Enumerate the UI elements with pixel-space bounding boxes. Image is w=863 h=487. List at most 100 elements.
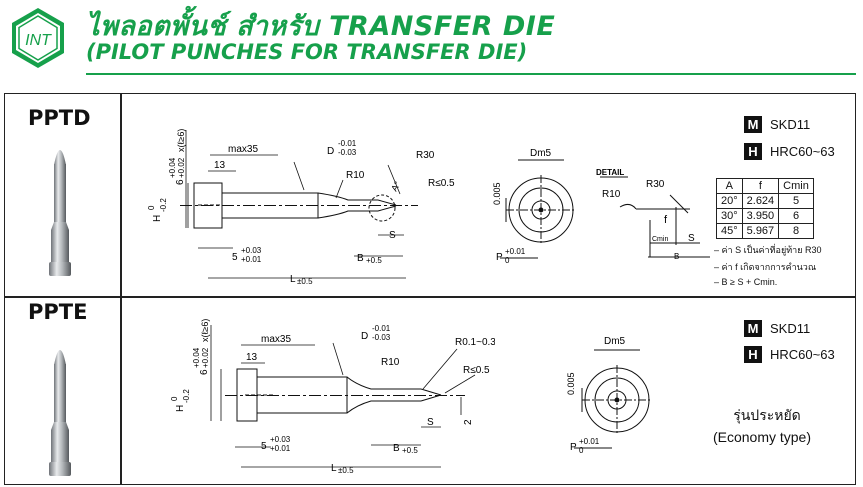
ppte-hardness: H HRC60~63 bbox=[744, 346, 835, 363]
table-cell: 8 bbox=[778, 223, 814, 239]
table-cell: 30° bbox=[716, 208, 743, 224]
title-underline bbox=[86, 73, 856, 75]
table-header: f bbox=[741, 178, 780, 194]
table-cell: 20° bbox=[716, 193, 743, 209]
pptd-hardness: H HRC60~63 bbox=[744, 143, 835, 160]
table-row: 20° 2.624 5 bbox=[716, 193, 814, 209]
pptd-note-2: – ค่า f เกิดจากการคำนวณ bbox=[714, 262, 817, 272]
ppte-dim-5: 5 bbox=[261, 441, 267, 452]
ppte-dim-D-tol-lo: -0.03 bbox=[372, 333, 391, 342]
pptd-dim-0005: 0.005 bbox=[492, 182, 502, 205]
pptd-dim-Rs: R≤0.5 bbox=[428, 178, 455, 189]
page-title-english: (PILOT PUNCHES FOR TRANSFER DIE) bbox=[86, 40, 528, 64]
table-cell: 5.967 bbox=[741, 223, 780, 239]
ppte-dim-5-up: +0.03 bbox=[270, 435, 291, 444]
pptd-dim-L-tol: ±0.5 bbox=[297, 277, 313, 286]
table-row: 45° 5.967 8 bbox=[716, 223, 814, 239]
pptd-note-3: – B ≥ S + Cmin. bbox=[714, 277, 778, 287]
pptd-dim-D-tol-lo: -0.03 bbox=[338, 148, 357, 157]
material-badge: M bbox=[744, 320, 762, 337]
column-divider bbox=[120, 93, 122, 485]
pptd-dim-P-up: +0.01 bbox=[505, 247, 526, 256]
pptd-dim-H-lo: -0.2 bbox=[159, 198, 168, 212]
ppte-dim-13: 13 bbox=[246, 352, 258, 363]
pptd-dim-H: H bbox=[152, 215, 163, 222]
row-divider bbox=[4, 296, 856, 298]
pptd-detail-cmin: Cmin bbox=[652, 236, 668, 243]
int-logo: INT bbox=[12, 8, 64, 68]
ppte-dim-H-lo: -0.2 bbox=[182, 389, 191, 403]
ppte-dim-D-tol-up: -0.01 bbox=[372, 324, 391, 333]
ppte-dim-L: L bbox=[331, 463, 337, 474]
pptd-detail-R30: R30 bbox=[646, 179, 665, 190]
spec-frame bbox=[4, 93, 856, 485]
product-code-ppte: PPTE bbox=[28, 300, 88, 324]
ppte-dim-H: H bbox=[175, 405, 186, 412]
pptd-dim-H-up: 0 bbox=[147, 205, 156, 210]
pptd-dim-B: B bbox=[357, 253, 364, 264]
page-title-thai: ไพลอตพั้นช์ สำหรับ TRANSFER DIE bbox=[86, 11, 556, 42]
pptd-dim-A: A° bbox=[389, 179, 403, 193]
ppte-dim-D: D bbox=[361, 331, 368, 342]
ppte-dim-2: 2 bbox=[463, 419, 474, 425]
hardness-badge: H bbox=[744, 346, 762, 363]
ppte-economy-thai: รุ่นประหยัด bbox=[733, 407, 801, 423]
ppte-dim-6: 6 bbox=[199, 369, 210, 375]
hardness-value: HRC60~63 bbox=[770, 347, 835, 362]
ppte-dim-P: P bbox=[570, 442, 577, 453]
ppte-side-view: max35 13 D -0.01 -0.03 R0.1~0.3 R10 R≤0.… bbox=[170, 319, 495, 475]
ppte-economy-english: (Economy type) bbox=[712, 429, 812, 445]
pptd-dim-5-up: +0.03 bbox=[241, 246, 262, 255]
table-cell: 2.624 bbox=[741, 193, 780, 209]
table-row: 30° 3.950 6 bbox=[716, 208, 814, 224]
ppte-dim-P-up: +0.01 bbox=[579, 437, 600, 446]
ppte-dim-R01: R0.1~0.3 bbox=[455, 337, 495, 348]
pptd-dim-5: 5 bbox=[232, 252, 238, 263]
ppte-material: M SKD11 bbox=[744, 320, 810, 337]
pptd-detail-B: B bbox=[674, 252, 679, 261]
pptd-detail-view: DETAIL R10 R30 f Cmin S B bbox=[596, 168, 710, 261]
pptd-detail-S: S bbox=[688, 233, 695, 244]
ppte-dim-B: B bbox=[393, 443, 400, 454]
table-header-row: A f Cmin bbox=[716, 178, 814, 194]
hardness-value: HRC60~63 bbox=[770, 144, 835, 159]
pptd-dim-max35: max35 bbox=[228, 144, 258, 155]
pptd-dim-D: D bbox=[327, 146, 334, 157]
ppte-dim-max35: max35 bbox=[261, 334, 291, 345]
pptd-dim-L: L bbox=[290, 274, 296, 285]
ppte-dim-S: S bbox=[427, 417, 434, 428]
product-code-pptd: PPTD bbox=[28, 106, 91, 130]
pptd-note-1: – ค่า S เป็นค่าที่อยู่ท้าย R30 bbox=[714, 245, 822, 255]
pptd-dim-D-tol-up: -0.01 bbox=[338, 139, 357, 148]
ppte-dim-5-lo: +0.01 bbox=[270, 444, 291, 453]
pptd-dim-B-tol: +0.5 bbox=[366, 256, 382, 265]
ppte-dim-B-tol: +0.5 bbox=[402, 446, 418, 455]
pptd-angle-table: A f Cmin 20° 2.624 5 30° 3.950 6 45° 5.9… bbox=[716, 178, 814, 239]
material-value: SKD11 bbox=[770, 321, 811, 336]
pptd-material: M SKD11 bbox=[744, 116, 810, 133]
material-value: SKD11 bbox=[770, 117, 811, 132]
pptd-photo bbox=[49, 150, 71, 276]
pptd-dim-P-lo: 0 bbox=[505, 256, 510, 265]
pptd-dim-P: P bbox=[496, 252, 503, 263]
ppte-dim-6-lo: +0.02 bbox=[201, 347, 210, 368]
pptd-dim-S: S bbox=[389, 230, 396, 241]
ppte-dim-H-up: 0 bbox=[170, 396, 179, 401]
ppte-photo bbox=[49, 350, 71, 476]
ppte-dim-6-up: +0.04 bbox=[192, 347, 201, 368]
material-badge: M bbox=[744, 116, 762, 133]
ppte-dim-P-lo: 0 bbox=[579, 446, 584, 455]
ppte-front-view: Dm5 0.005 P +0.01 0 bbox=[566, 336, 652, 455]
pptd-side-view: max35 13 D -0.01 -0.03 R30 R10 R≤0.5 A° … bbox=[147, 129, 455, 286]
logo-text: INT bbox=[25, 32, 52, 49]
pptd-dim-13: 13 bbox=[214, 160, 226, 171]
pptd-dim-6: 6 bbox=[175, 179, 186, 185]
ppte-dim-Dm5: Dm5 bbox=[604, 336, 626, 347]
table-header: Cmin bbox=[778, 178, 814, 194]
pptd-dim-6-lo: +0.02 bbox=[177, 157, 186, 178]
ppte-dim-0005: 0.005 bbox=[566, 372, 576, 395]
table-cell: 3.950 bbox=[741, 208, 780, 224]
pptd-dim-6x: x(ℓ≥6) bbox=[176, 129, 186, 152]
pptd-dim-6-up: +0.04 bbox=[168, 157, 177, 178]
hardness-badge: H bbox=[744, 143, 762, 160]
